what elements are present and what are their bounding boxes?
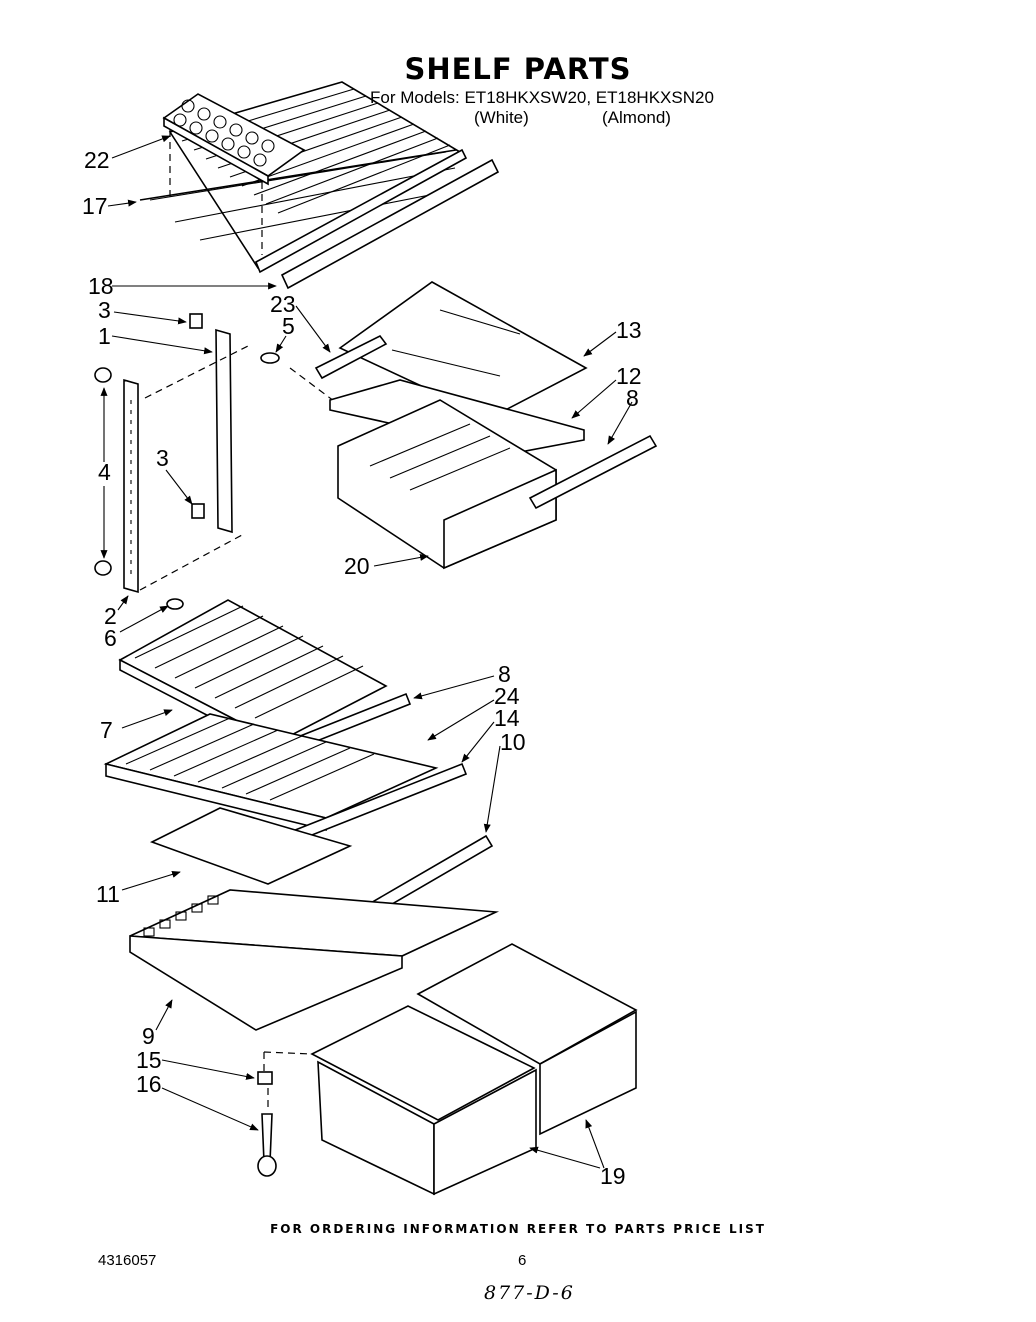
- ice-cube-tray: [162, 93, 306, 186]
- ordering-note: FOR ORDERING INFORMATION REFER TO PARTS …: [270, 1222, 766, 1236]
- ladder-cap-upper: [94, 367, 112, 383]
- callout-18: 18: [88, 273, 114, 299]
- callout-13: 13: [616, 317, 642, 343]
- callout-8-upper: 8: [626, 385, 639, 411]
- callout-12: 12: [616, 363, 642, 389]
- callout-24: 24: [494, 683, 520, 709]
- callout-1: 1: [98, 323, 111, 349]
- callout-14: 14: [494, 705, 520, 731]
- crisper-cover-frame: [129, 889, 500, 1031]
- handwritten-note: 877-D-6: [484, 1282, 575, 1304]
- shelf-ladder-left: [123, 378, 139, 594]
- crisper-cover-glass: [149, 807, 353, 885]
- callout-6: 6: [104, 625, 117, 651]
- drawer-trim-8: [528, 434, 658, 510]
- variant-almond: (Almond): [602, 108, 671, 127]
- callout-23: 23: [270, 291, 296, 317]
- shelf-ladder-right: [215, 328, 233, 534]
- meat-keeper-drawer: [329, 379, 585, 570]
- lower-slide-shelf: [103, 713, 439, 832]
- callout-15: 15: [136, 1047, 162, 1073]
- callout-10: 10: [500, 729, 526, 755]
- crisper-drawer-left: [310, 1005, 537, 1196]
- document-number: 4316057: [98, 1252, 157, 1269]
- crisper-adjuster-rod: [257, 1113, 277, 1177]
- callout-4: 4: [98, 459, 111, 485]
- ladder-clip-upper: [189, 313, 203, 329]
- callout-19: 19: [600, 1163, 626, 1189]
- crisper-drawer-right: [416, 943, 638, 1136]
- callout-7: 7: [100, 717, 113, 743]
- models-line: For Models: ET18HKXSW20, ET18HKXSN20: [370, 88, 714, 107]
- callout-2: 2: [104, 603, 117, 629]
- page-number: 6: [518, 1252, 527, 1269]
- shelf-trim-upper: [254, 148, 500, 290]
- callout-8-lower: 8: [498, 661, 511, 687]
- callout-22: 22: [84, 147, 110, 173]
- callout-9: 9: [142, 1023, 155, 1049]
- callout-3-upper: 3: [98, 297, 111, 323]
- callout-17: 17: [82, 193, 108, 219]
- cover-support-bar: [314, 334, 388, 380]
- callout-5: 5: [282, 313, 295, 339]
- page-title: SHELF PARTS: [404, 52, 632, 86]
- leader-lines: [100, 135, 633, 1169]
- callout-11: 11: [96, 881, 120, 907]
- screw-lower: [166, 598, 184, 610]
- crisper-roller: [257, 1071, 273, 1085]
- ladder-cap-lower: [94, 560, 112, 576]
- callout-20: 20: [344, 553, 370, 579]
- screw-upper: [260, 352, 280, 364]
- callout-16: 16: [136, 1071, 162, 1097]
- callout-3-lower: 3: [156, 445, 169, 471]
- variant-white: (White): [474, 108, 529, 127]
- ladder-clip-lower: [191, 503, 205, 519]
